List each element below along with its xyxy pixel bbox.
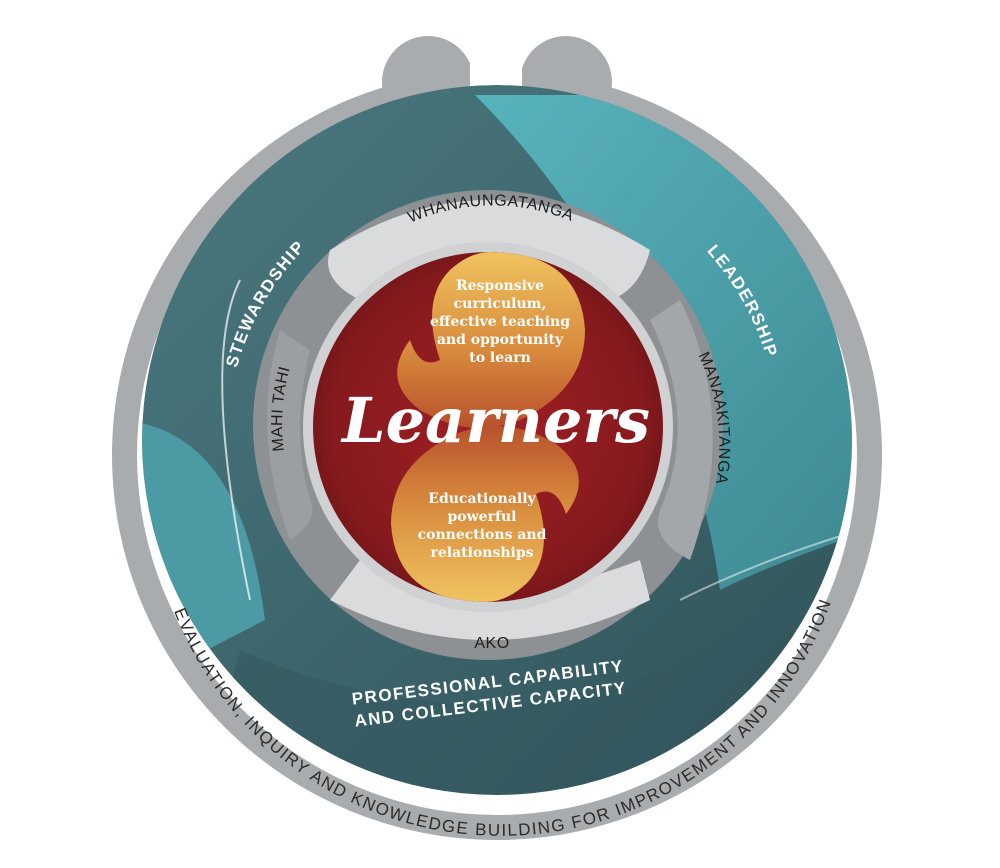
upper-text-line: effective teaching bbox=[430, 314, 570, 330]
mahi-tahi-segment bbox=[267, 330, 313, 540]
ako-label: AKO bbox=[474, 635, 509, 652]
lower-text-line: Educationally bbox=[428, 491, 536, 507]
manaakitanga-segment bbox=[650, 300, 713, 560]
upper-swirl bbox=[397, 252, 585, 428]
upper-text-line: curriculum, bbox=[454, 296, 547, 312]
upper-core-text: Responsive curriculum, effective teachin… bbox=[430, 278, 570, 366]
lower-swirl bbox=[391, 426, 579, 602]
upper-text-line: and opportunity bbox=[437, 332, 564, 348]
lower-text-line: connections and bbox=[418, 527, 547, 543]
lower-text-line: relationships bbox=[430, 545, 533, 561]
upper-text-line: to learn bbox=[469, 350, 531, 366]
lower-text-line: powerful bbox=[448, 509, 517, 525]
learners-title: Learners bbox=[340, 384, 650, 457]
lower-core-text: Educationally powerful connections and r… bbox=[418, 491, 547, 561]
learners-core bbox=[313, 252, 663, 602]
upper-text-line: Responsive bbox=[456, 278, 544, 294]
